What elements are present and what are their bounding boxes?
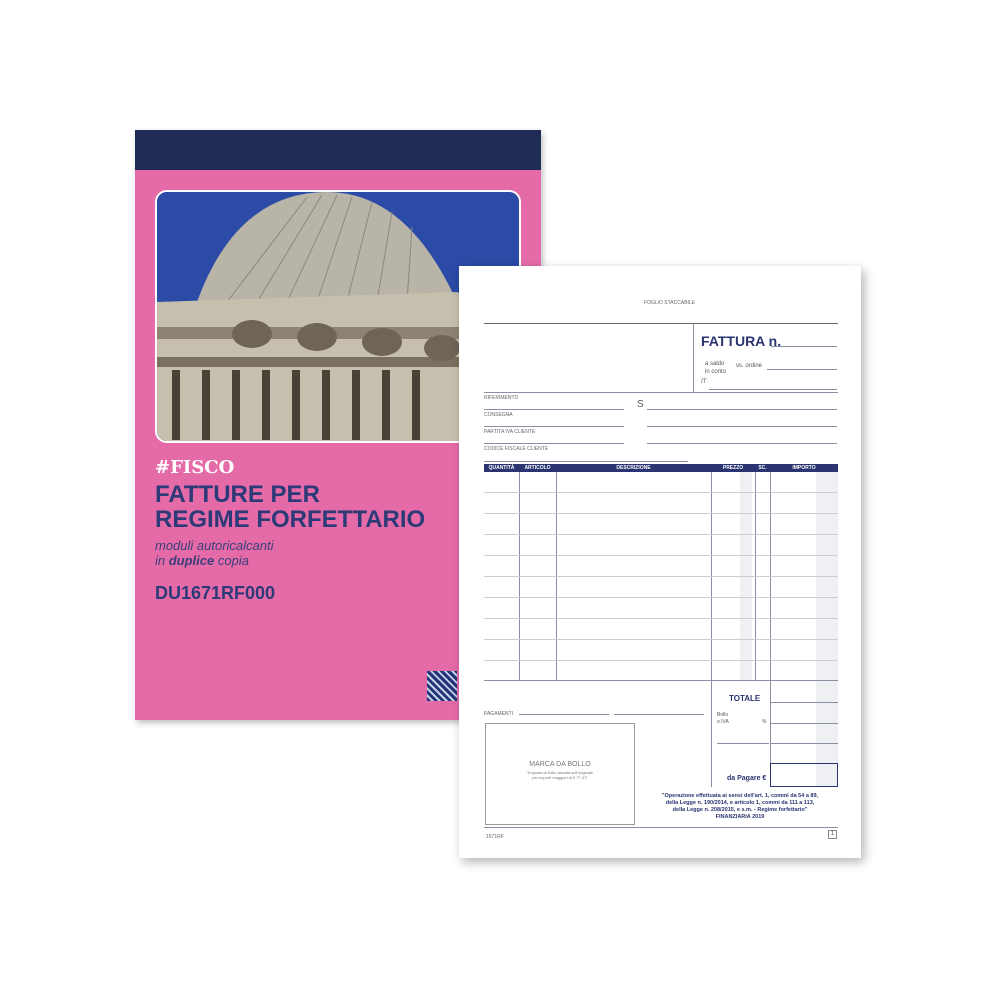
da-pagare-label: da Pagare € bbox=[727, 775, 767, 782]
note-line: "Operazione effettuata ai sensi dell'art… bbox=[661, 793, 819, 799]
iva-row-label: o IVA bbox=[717, 719, 729, 725]
page-number: 1 bbox=[828, 830, 837, 839]
table-header: QUANTITÀ ARTICOLO DESCRIZIONE PREZZO SC.… bbox=[484, 464, 838, 472]
legal-note: "Operazione effettuata ai sensi dell'art… bbox=[640, 793, 840, 821]
marca-note-2: per importi maggiori di € 77,47" bbox=[532, 775, 588, 780]
col-descrizione: DESCRIZIONE bbox=[616, 465, 651, 471]
note-line: della Legge n. 208/2015, e s.m. - Regime… bbox=[672, 807, 808, 813]
invoice-title: FATTURA n. bbox=[701, 333, 782, 349]
publisher-logo-icon bbox=[427, 671, 457, 701]
in-conto-label: in conto bbox=[705, 369, 727, 375]
cover-top-band bbox=[135, 130, 541, 170]
a-saldo-label: a saldo bbox=[705, 361, 725, 367]
note-line: FINANZIARIA 2019 bbox=[715, 814, 765, 820]
title-line-1: FATTURE PER bbox=[155, 481, 320, 508]
field-label: PARTITA IVA CLIENTE bbox=[484, 429, 536, 435]
marca-title: MARCA DA BOLLO bbox=[529, 761, 591, 768]
subtitle-line-1: moduli autoricalcanti bbox=[155, 538, 274, 553]
field-label: CODICE FISCALE CLIENTE bbox=[484, 446, 549, 452]
field-label: CONSEGNA bbox=[484, 412, 513, 418]
iva-label: IT bbox=[701, 379, 707, 385]
marca-note-1: "Imposta di bollo assolta sull'originale bbox=[526, 770, 594, 775]
bollo-label: Bollo bbox=[717, 712, 729, 718]
col-importo: IMPORTO bbox=[792, 465, 816, 471]
vs-ordine-label: vs. ordine bbox=[736, 363, 763, 369]
brand-label: #FISCO bbox=[155, 457, 235, 478]
col-sc: SC. bbox=[758, 465, 767, 471]
subtitle-in: in bbox=[155, 553, 169, 568]
footer-code: 1671RF bbox=[486, 834, 504, 840]
product-code: DU1671RF000 bbox=[155, 583, 276, 603]
percent-label: % bbox=[762, 719, 767, 725]
field-label: RIFERIMENTO bbox=[484, 395, 519, 401]
col-articolo: ARTICOLO bbox=[524, 465, 551, 471]
marca-da-bollo-box: MARCA DA BOLLO "Imposta di bollo assolta… bbox=[485, 723, 635, 825]
subtitle-line-2: in duplice copia bbox=[155, 553, 274, 568]
totale-label: TOTALE bbox=[729, 694, 761, 703]
subtitle-bold: duplice bbox=[168, 553, 215, 568]
subtitle-end: copia bbox=[214, 553, 249, 568]
detach-label: FOGLIO STACCABILE bbox=[644, 300, 696, 306]
note-line: della Legge n. 190/2014, e articolo 1, c… bbox=[665, 800, 815, 806]
col-prezzo: PREZZO bbox=[722, 465, 744, 471]
col-quantita: QUANTITÀ bbox=[488, 465, 515, 471]
title-line-2: REGIME FORFETTARIO bbox=[155, 506, 426, 533]
s-label: S bbox=[637, 399, 644, 410]
invoice-form-sheet: FOGLIO STACCABILE FATTURA n. a saldo in … bbox=[459, 266, 861, 858]
total-due-box bbox=[770, 763, 838, 787]
pagamenti-label: PAGAMENTI bbox=[484, 711, 514, 717]
